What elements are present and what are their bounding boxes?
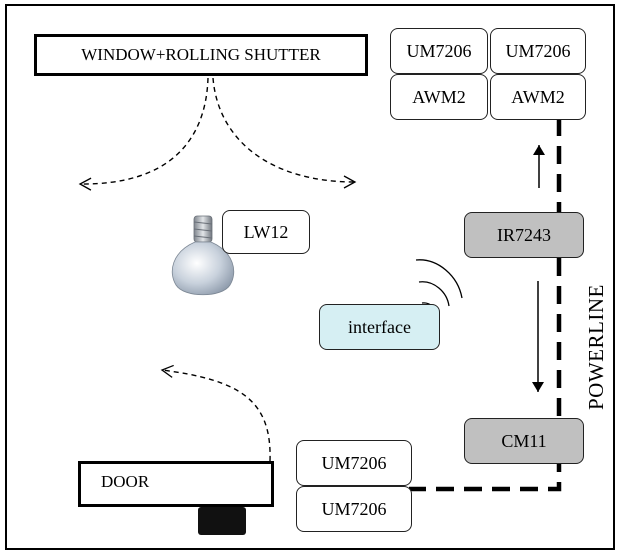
shutter-um7206-module-1: UM7206: [390, 28, 488, 74]
powerline-label: POWERLINE: [584, 284, 608, 410]
window-rolling-shutter-box: WINDOW+ROLLING SHUTTER: [34, 34, 368, 76]
ir7243-transceiver: IR7243: [464, 212, 584, 258]
door-um7206-module-1: UM7206: [296, 440, 412, 486]
shutter-awm2-module-2: AWM2: [490, 74, 586, 120]
door-um7206-module-2: UM7206: [296, 486, 412, 532]
window-signal-left-arrow: [78, 77, 209, 191]
door-box: DOOR: [78, 461, 274, 507]
shutter-awm2-module-1: AWM2: [390, 74, 488, 120]
lamp-module-lw12: LW12: [222, 210, 310, 254]
door-signal-arrow: [160, 364, 271, 462]
door-handle-icon: [198, 507, 246, 535]
interface-box: interface: [319, 304, 440, 350]
shutter-um7206-module-2: UM7206: [490, 28, 586, 74]
window-signal-right-arrow: [212, 77, 357, 189]
cm11-controller: CM11: [464, 418, 584, 464]
light-bulb-icon: [171, 215, 235, 296]
diagram-frame: [5, 4, 615, 550]
